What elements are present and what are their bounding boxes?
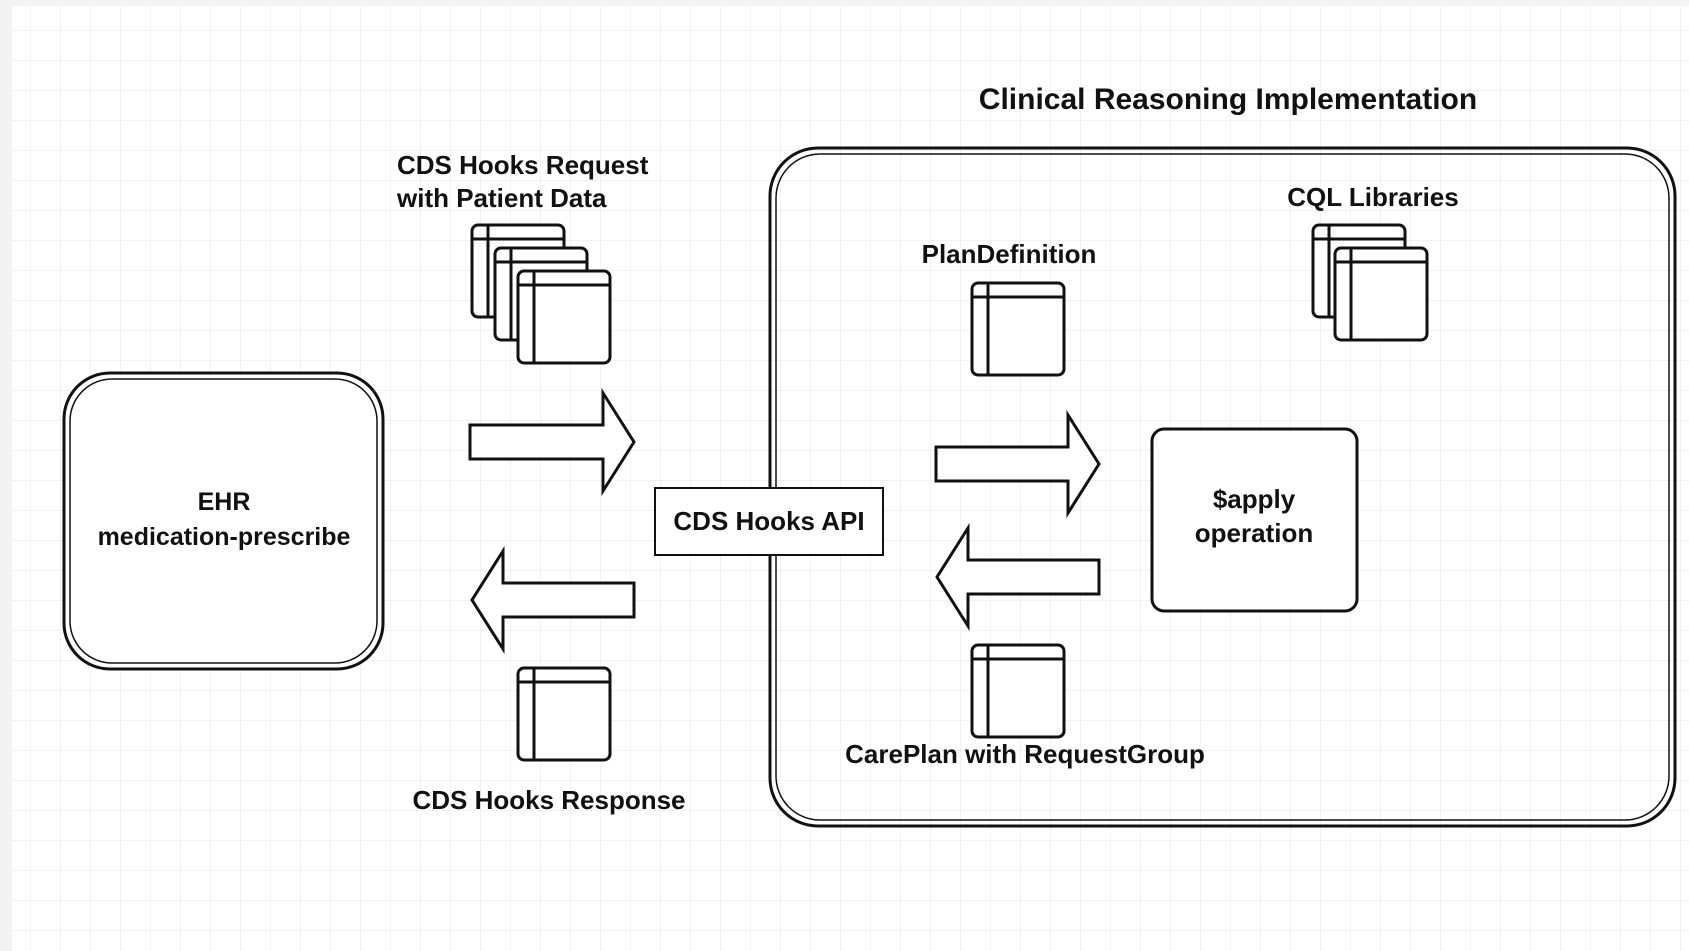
cql-libraries-label: CQL Libraries [1287, 182, 1458, 212]
operation-label: operation [1195, 518, 1313, 548]
cds-hooks-api-label: CDS Hooks API [673, 506, 864, 536]
response-document-icon [516, 666, 612, 762]
apply-operation-box[interactable]: $apply operation [1150, 427, 1359, 613]
plan-definition-document-icon [970, 281, 1066, 377]
ehr-sublabel: medication-prescribe [98, 523, 351, 551]
response-label: CDS Hooks Response [412, 785, 685, 815]
request-label-line1: CDS Hooks Request [397, 150, 649, 180]
ehr-label: EHR [198, 488, 251, 516]
request-arrow-right-icon [468, 387, 636, 497]
ehr-box[interactable]: EHR medication-prescribe [62, 371, 385, 671]
request-label-line2: with Patient Data [396, 183, 607, 213]
careplan-document-icon [970, 643, 1066, 739]
cql-libraries-documents-icon [1311, 223, 1429, 342]
inner-arrow-left-icon [935, 522, 1101, 632]
request-documents-icon [470, 223, 612, 365]
cds-hooks-api-box[interactable]: CDS Hooks API [654, 487, 884, 556]
careplan-label: CarePlan with RequestGroup [845, 739, 1205, 769]
response-arrow-left-icon [470, 545, 636, 655]
inner-arrow-right-icon [934, 409, 1101, 519]
diagram-title: Clinical Reasoning Implementation [979, 83, 1477, 116]
apply-label: $apply [1213, 484, 1296, 514]
plan-definition-label: PlanDefinition [922, 239, 1097, 269]
